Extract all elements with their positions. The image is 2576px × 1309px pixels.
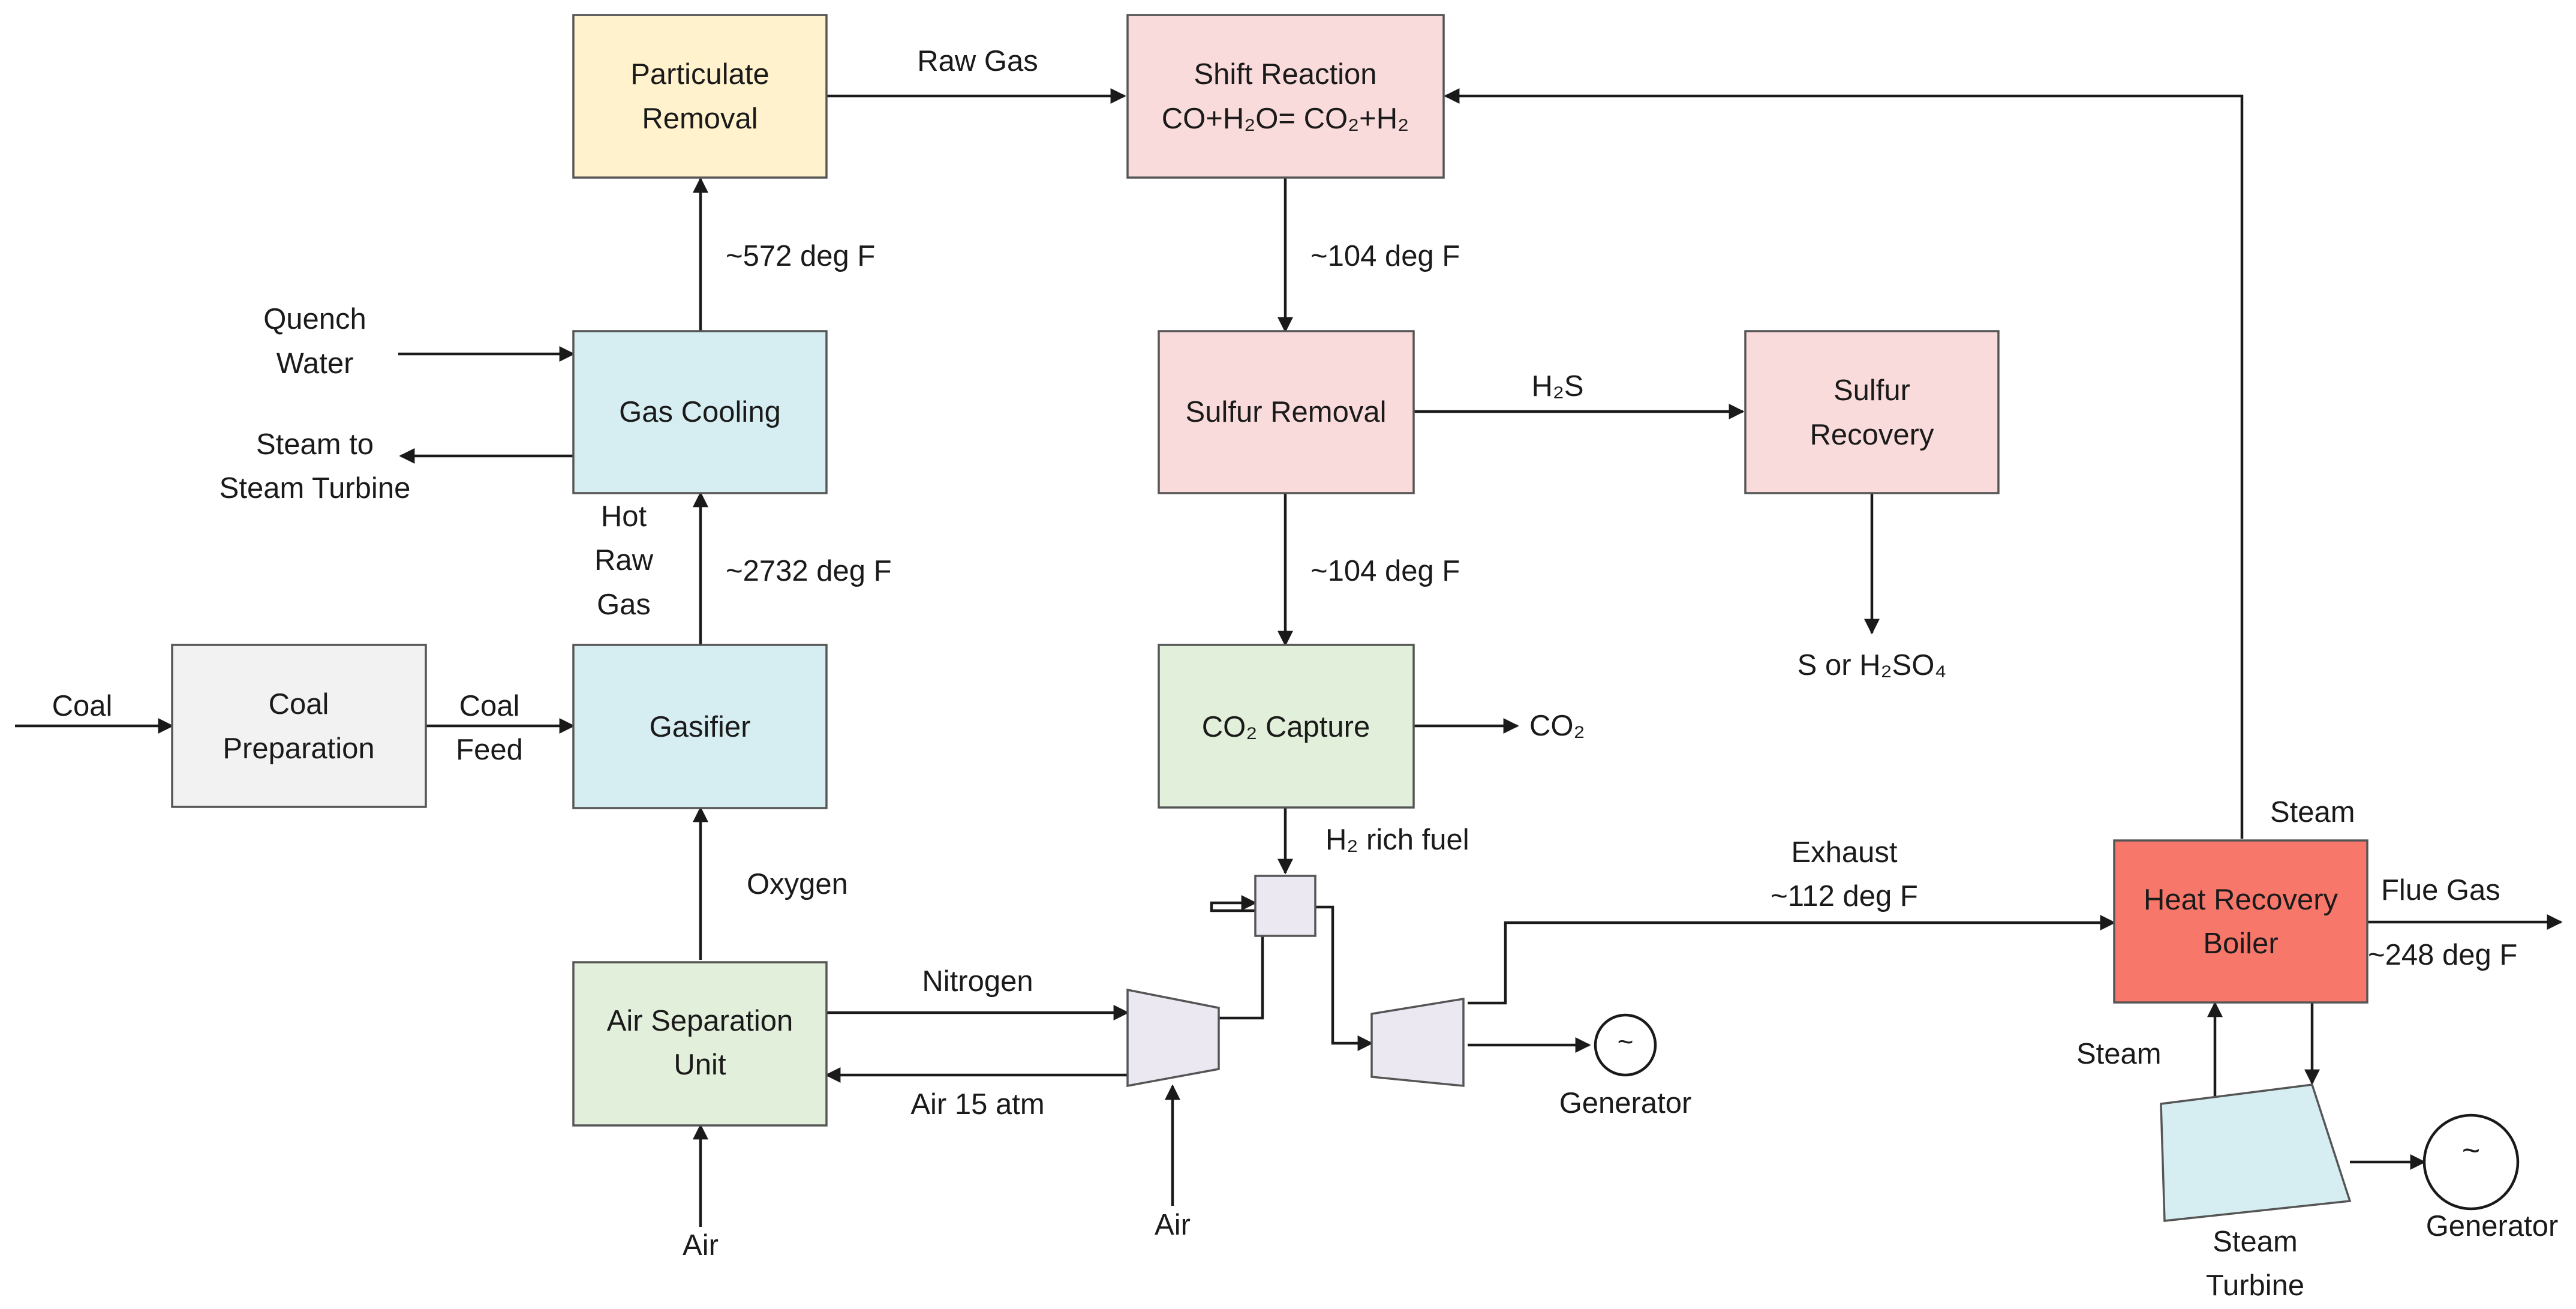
coal-label: Coal (52, 690, 113, 722)
oxygen-label: Oxygen (747, 868, 848, 900)
quench-water-label-2: Water (276, 347, 354, 380)
steam-turbine-label-2: Turbine (2206, 1269, 2304, 1302)
box-gasifier: Gasifier (572, 644, 828, 809)
coal-feed-label-2: Feed (456, 734, 523, 766)
temp-248-label: ~248 deg F (2368, 939, 2517, 971)
generator-tilde-gt: ~ (1618, 1026, 1634, 1057)
particulate-removal-label-1: Particulate (630, 58, 770, 91)
h2-rich-fuel-label: H₂ rich fuel (1325, 824, 1469, 856)
steam-top-label: Steam (2270, 796, 2355, 828)
nitrogen-label: Nitrogen (922, 965, 1033, 998)
generator-tilde-st: ~ (2462, 1133, 2480, 1168)
heat-recovery-boiler-label-1: Heat Recovery (2144, 884, 2338, 916)
exhaust-label-1: Exhaust (1791, 836, 1897, 869)
air-asu-label: Air (683, 1229, 719, 1262)
box-heat-recovery-boiler: Heat Recovery Boiler (2113, 839, 2368, 1004)
connectors (15, 88, 2563, 1227)
coal-preparation-label-1: Coal (269, 688, 329, 720)
hot-raw-gas-label-1: Hot (601, 500, 647, 533)
box-coal-preparation: Coal Preparation (171, 644, 427, 808)
generator-circle-st (2422, 1113, 2520, 1211)
steam-to-turbine-label-1: Steam to (256, 428, 374, 461)
steam-turbine-generator: ~ (2422, 1113, 2520, 1211)
steam-to-shift-flow (1444, 88, 2244, 839)
quench-water-label-1: Quench (263, 303, 366, 335)
box-sulfur-removal: Sulfur Removal (1158, 330, 1415, 494)
generator-circle-gt (1594, 1013, 1657, 1077)
temp-2732-label: ~2732 deg F (726, 555, 892, 587)
box-co2-capture: CO₂ Capture (1158, 644, 1415, 809)
box-air-separation-unit: Air Separation Unit (572, 961, 828, 1127)
gas-turbine-symbol (1370, 997, 1465, 1087)
air-compressor-label: Air (1155, 1209, 1191, 1241)
coal-preparation-rect (171, 644, 427, 808)
air-compressor-symbol (1126, 988, 1220, 1088)
flow-labels: Raw Gas ~572 deg F ~104 deg F ~104 deg F… (52, 45, 2559, 1302)
gasifier-label: Gasifier (650, 711, 751, 743)
sulfur-recovery-rect (1744, 330, 2000, 494)
sulfur-removal-label: Sulfur Removal (1186, 396, 1387, 428)
raw-gas-label: Raw Gas (917, 45, 1038, 77)
steam-turbine-symbol (2160, 1083, 2352, 1222)
temp-104-sulfur-label: ~104 deg F (1310, 555, 1460, 587)
sulfur-removal-rect (1158, 330, 1415, 494)
combustor (1254, 875, 1316, 937)
box-sulfur-recovery: Sulfur Recovery (1744, 330, 2000, 494)
shift-reaction-rect (1126, 14, 1445, 179)
compressor-to-combustor-flow (1210, 895, 1264, 1020)
gas-cooling-rect (572, 330, 828, 494)
combustor-to-turbine-flow (1315, 905, 1373, 1051)
gas-cooling-label: Gas Cooling (619, 396, 781, 428)
box-gas-cooling: Gas Cooling (572, 330, 828, 494)
coal-feed-label-1: Coal (459, 690, 520, 722)
generator-st-label: Generator (2426, 1210, 2559, 1242)
shift-reaction-label-1: Shift Reaction (1194, 58, 1376, 91)
co2-capture-label: CO₂ Capture (1202, 711, 1370, 743)
temp-104-shift-label: ~104 deg F (1310, 240, 1460, 272)
steam-turbine-label-1: Steam (2213, 1226, 2298, 1258)
sulfur-product-label: S or H₂SO₄ (1798, 649, 1947, 681)
hot-raw-gas-label-3: Gas (597, 589, 651, 621)
generator-gt-label: Generator (1559, 1087, 1692, 1119)
box-shift-reaction: Shift Reaction CO+H₂O= CO₂+H₂ (1126, 14, 1445, 179)
particulate-removal-label-2: Removal (642, 103, 758, 135)
sulfur-recovery-label-2: Recovery (1810, 419, 1934, 451)
steam-left-label: Steam (2076, 1038, 2162, 1070)
air-separation-unit-label-2: Unit (674, 1049, 726, 1081)
temp-572-label: ~572 deg F (726, 240, 875, 272)
flue-gas-label: Flue Gas (2381, 874, 2500, 906)
sulfur-recovery-label-1: Sulfur (1833, 374, 1910, 407)
air-15-atm-label: Air 15 atm (910, 1088, 1044, 1121)
co2-capture-rect (1158, 644, 1415, 809)
heat-recovery-boiler-rect (2113, 839, 2368, 1004)
co2-label: CO₂ (1529, 710, 1585, 742)
air-separation-unit-rect (572, 961, 828, 1127)
heat-recovery-boiler-label-2: Boiler (2203, 927, 2278, 960)
steam-to-turbine-label-2: Steam Turbine (220, 472, 411, 505)
shift-reaction-equation: CO+H₂O= CO₂+H₂ (1162, 103, 1409, 135)
gas-turbine-generator: ~ (1594, 1013, 1657, 1077)
air-separation-unit-label-1: Air Separation (607, 1005, 793, 1037)
hot-raw-gas-label-2: Raw (594, 544, 654, 577)
box-particulate-removal: Particulate Removal (572, 14, 828, 179)
gasifier-rect (572, 644, 828, 809)
coal-preparation-label-2: Preparation (223, 732, 374, 765)
h2s-label: H₂S (1531, 370, 1583, 403)
exhaust-flow (1468, 915, 2116, 1005)
particulate-removal-rect (572, 14, 828, 179)
exhaust-label-2: ~112 deg F (1771, 880, 1918, 912)
